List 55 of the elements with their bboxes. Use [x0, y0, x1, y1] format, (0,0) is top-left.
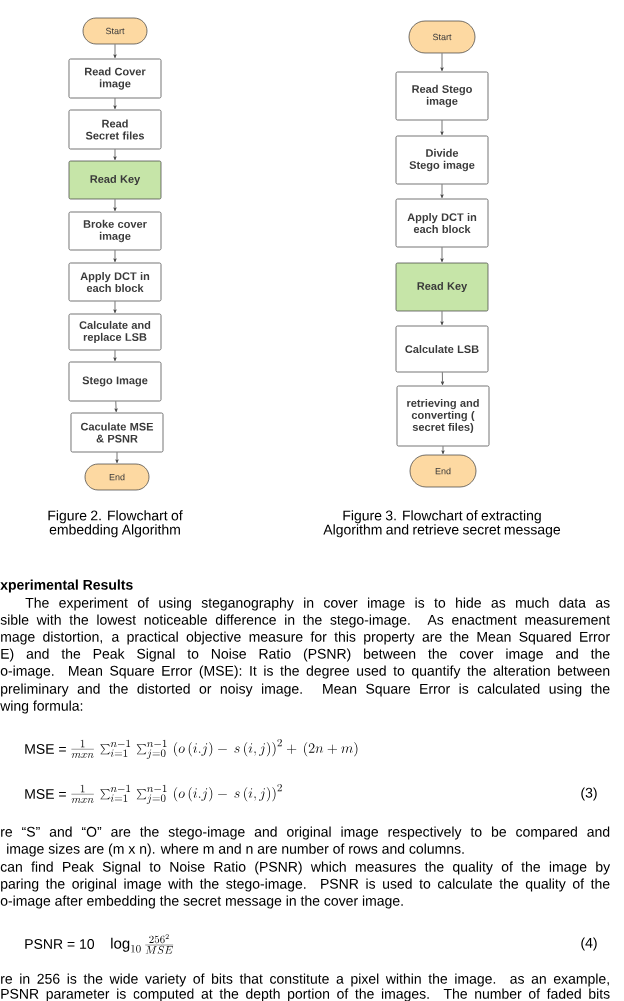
process-box: Divide Stego image: [395, 135, 489, 185]
process-box: Stego Image: [68, 361, 162, 402]
body-text: can find Peak Signal to Noise Ratio (PSNR) which measures the quality of the image by: [0, 861, 611, 875]
body-text: E) and the Peak Signal to Noise Ratio (PSNR) between the cover image and the: [1, 648, 610, 662]
arrow: [440, 311, 444, 326]
body-text: re in 256 is the wide variety of bits that constitute a pixel within the image. as an example,: [1, 973, 609, 987]
body-text: paring the original image with the stego-image. PSNR is used to calculate the quality of the: [1, 878, 610, 892]
arrow: [113, 199, 117, 212]
arrow: [113, 301, 117, 314]
process-box: Broke cover image: [68, 211, 162, 251]
arrow: [441, 446, 445, 455]
body-text: o-image after embedding the secret message in the cover image.: [0, 895, 403, 909]
body-text: MSE =: [25, 744, 66, 754]
process-box: Read Key: [395, 262, 489, 312]
figure-caption: Figure 2. Flowchart of embedding Algorithm: [48, 510, 183, 538]
formula: $\log_{10}\frac{256^{2}}{MSE}$: [111, 934, 174, 954]
process-box: Read Stego image: [395, 71, 489, 121]
process-box: Caculate MSE & PSNR: [70, 412, 164, 453]
body-text: preliminary and the distorted or noisy image. Mean Square Error is calculated using the: [1, 683, 610, 697]
arrow: [113, 98, 117, 110]
formula: $\frac{1}{mxn}\,\sum_{i=1}^{n-1}\,\sum_{j=0}^{n-1}\,\left(o\,(i.j)-\,s\,(i,j)\right)^{2}+\,(2n+m)$: [71, 738, 358, 759]
process-box: Calculate LSB: [395, 325, 489, 373]
body-text: PSNR parameter is computed at the depth portion of the images. The number of faded bits: [1, 988, 610, 1001]
arrow: [440, 120, 444, 136]
section-heading: xperimental Results: [0, 579, 133, 593]
body-text: sible with the lowest noticeable difference in the stego-image. As enactment measurement: [0, 614, 610, 628]
body-text: PSNR = 10: [25, 939, 95, 949]
process-box: Calculate and replace LSB: [68, 313, 162, 351]
body-text: o-image. Mean Square Error (MSE): It is the degree used to quantify the alteration between: [0, 665, 610, 679]
arrow: [440, 372, 445, 386]
process-box: Apply DCT in each block: [395, 198, 489, 248]
process-box: retrieving and converting ( secret files): [396, 385, 490, 447]
arrow: [113, 149, 117, 161]
arrow: [115, 452, 119, 464]
body-text: The experiment of using steganography in cover image is to hide as much data as: [25, 597, 610, 611]
arrow: [113, 350, 117, 362]
arrow: [114, 401, 118, 413]
equation-number: (4): [581, 937, 597, 951]
arrow: [440, 53, 444, 72]
body-text: re “S” and “O” are the stego-image and original image respectively to be compared and: [1, 826, 610, 840]
process-box: Read Secret files: [68, 109, 162, 150]
process-box: Read Key: [68, 160, 162, 200]
arrow: [440, 247, 444, 263]
formula: $\frac{1}{mxn}\,\sum_{i=1}^{n-1}\,\sum_{j=0}^{n-1}\,\left(o\,(i.j)-\,s\,(i,j)\right)^{2}$: [71, 783, 282, 804]
process-box: Apply DCT in each block: [68, 262, 162, 302]
body-text: image sizes are (m x n). where m and n are number of rows and columns.: [7, 843, 464, 857]
body-text: mage distortion, a practical objective measure for this property are the Mean Squared Error: [1, 631, 610, 645]
arrow: [113, 250, 117, 263]
body-text: wing formula:: [0, 700, 83, 714]
arrow: [113, 44, 117, 59]
equation-number: (3): [581, 787, 597, 801]
body-text: MSE =: [25, 789, 66, 799]
arrow: [440, 184, 444, 199]
process-box: Read Cover image: [68, 58, 162, 99]
figure-caption: Figure 3. Flowchart of extracting Algorithm and retrieve secret message: [323, 510, 561, 538]
